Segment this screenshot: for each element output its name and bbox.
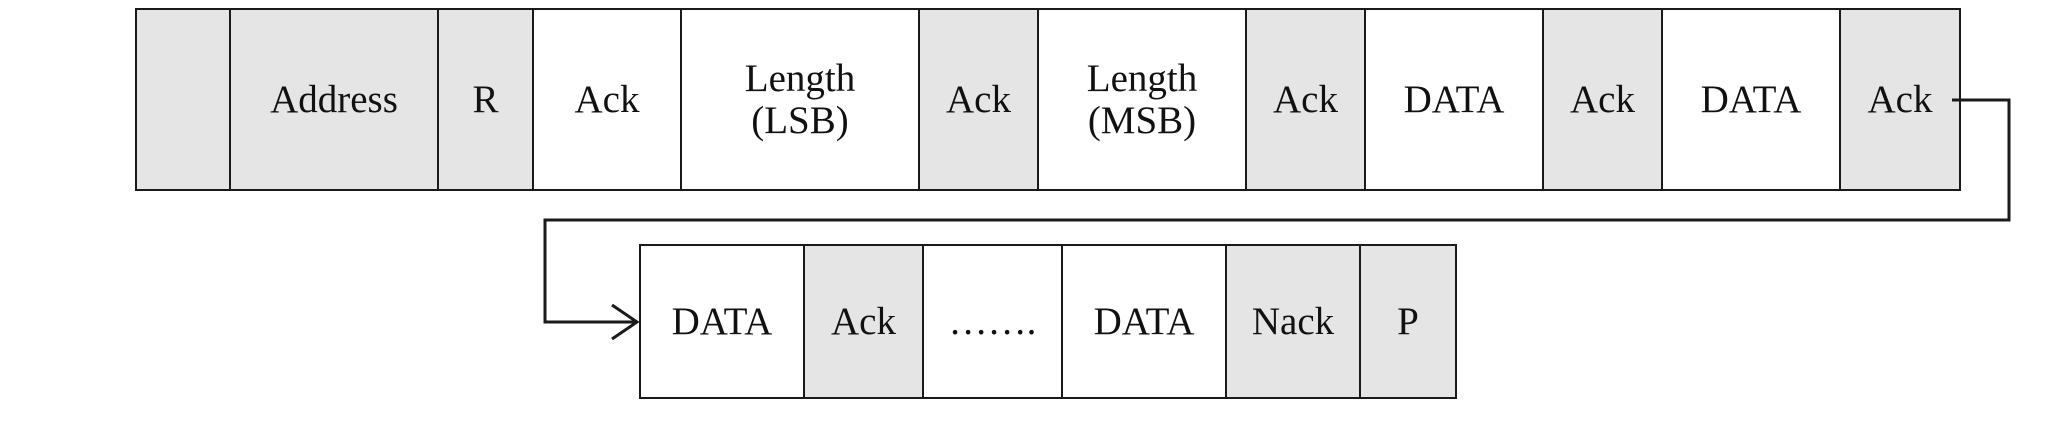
stop-field: P [1359, 244, 1457, 399]
data-field: DATA [1364, 8, 1544, 191]
ack-field: Ack [1245, 8, 1366, 191]
ack-field: Ack [1542, 8, 1663, 191]
ack-field: Ack [1839, 8, 1961, 191]
ack-field: Ack [918, 8, 1039, 191]
data-field: DATA [639, 244, 805, 399]
address-field: Address [229, 8, 439, 191]
length-lsb-field: Length (LSB) [680, 8, 920, 191]
length-msb-field: Length (MSB) [1037, 8, 1247, 191]
nack-field: Nack [1225, 244, 1361, 399]
ack-field: Ack [803, 244, 924, 399]
data-field: DATA [1661, 8, 1841, 191]
ellipsis-field: ……. [922, 244, 1063, 399]
ack-field: Ack [532, 8, 682, 191]
arrowhead-icon [611, 303, 640, 341]
frame-row-1: Address R Ack Length (LSB) Ack Length (M… [135, 8, 1961, 191]
frame-row-2: DATA Ack ……. DATA Nack P [639, 244, 1457, 399]
data-field: DATA [1061, 244, 1227, 399]
read-bit-field: R [437, 8, 534, 191]
start-field [135, 8, 231, 191]
